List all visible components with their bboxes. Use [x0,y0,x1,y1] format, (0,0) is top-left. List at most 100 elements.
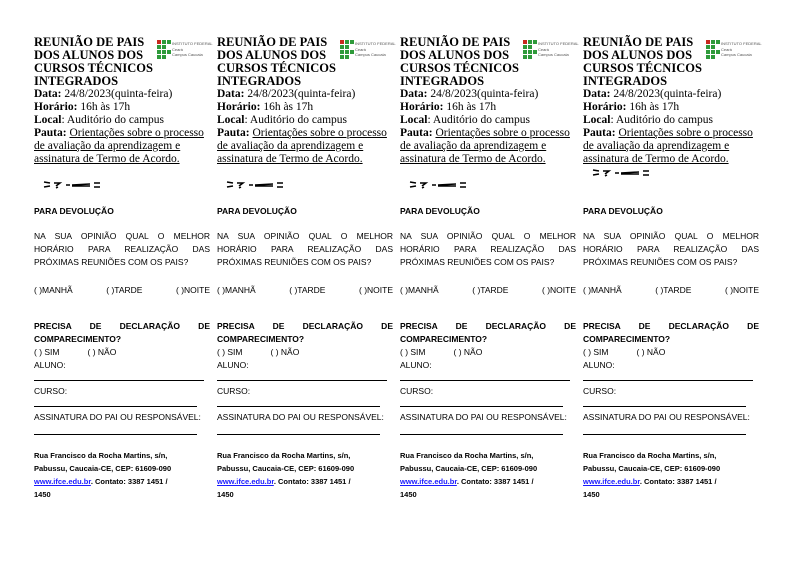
contact-line: 1450 [217,490,234,499]
return-heading: PARA DEVOLUÇÃO [583,206,663,216]
website-link[interactable]: www.ifce.edu.br [583,477,640,486]
course-label: CURSO: [217,386,251,396]
date-line: Data: 24/8/2023(quinta-feira) [34,88,173,100]
course-field[interactable] [583,406,746,407]
ifce-logo: INSTITUTO FEDERAL Ceará Campus Caucaia [706,38,762,60]
option-no[interactable]: ( ) NÃO [636,347,666,357]
question-text: HORÁRIO PARA REALIZAÇÃO DAS [217,244,393,254]
option-morning[interactable]: ( )MANHÃ [34,285,73,295]
agenda-line: Pauta: Orientações sobre o processo [34,127,204,139]
time-line: Horário: 16h às 17h [583,101,680,113]
declaration-question: PRECISA DE DECLARAÇÃO DE [34,321,210,331]
return-heading: PARA DEVOLUÇÃO [34,206,114,216]
option-yes[interactable]: ( ) SIM [400,347,426,357]
time-line: Horário: 16h às 17h [34,101,131,113]
address: Rua Francisco da Rocha Martins, s/n, [34,451,168,460]
declaration-options: ( ) SIM ( ) NÃO [400,346,576,359]
student-field[interactable] [400,380,570,381]
course-label: CURSO: [34,386,68,396]
question-text: NA SUA OPINIÃO QUAL O MELHOR [583,231,759,241]
question-text: NA SUA OPINIÃO QUAL O MELHOR [400,231,576,241]
website-link[interactable]: www.ifce.edu.br [217,477,274,486]
student-field[interactable] [217,380,387,381]
signature-field[interactable] [400,434,563,435]
return-slip: REUNIÃO DE PAIS DOS ALUNOS DOS CURSOS TÉ… [583,0,762,565]
contact-line: 1450 [583,490,600,499]
address: Pabussu, Caucaia-CE, CEP: 61609-090 [583,464,721,473]
time-line: Horário: 16h às 17h [217,101,314,113]
option-night[interactable]: ( )NOITE [542,285,576,295]
time-options: ( )MANHÃ ( )TARDE ( )NOITE [583,284,759,297]
agenda-line: Pauta: Orientações sobre o processo [583,127,753,139]
option-afternoon[interactable]: ( )TARDE [106,285,143,295]
date-line: Data: 24/8/2023(quinta-feira) [217,88,356,100]
slip-title: REUNIÃO DE PAIS DOS ALUNOS DOS CURSOS TÉ… [583,35,702,88]
address: Pabussu, Caucaia-CE, CEP: 61609-090 [34,464,172,473]
contact-line: www.ifce.edu.br. Contato: 3387 1451 / [217,477,351,486]
student-label: ALUNO: [400,360,432,370]
course-label: CURSO: [583,386,617,396]
option-morning[interactable]: ( )MANHÃ [400,285,439,295]
student-field[interactable] [34,380,204,381]
question-text: PRÓXIMAS REUNIÕES COM OS PAIS? [583,257,738,267]
declaration-question: PRECISA DE DECLARAÇÃO DE [583,321,759,331]
ifce-logo: INSTITUTO FEDERAL Ceará Campus Caucaia [340,38,396,60]
signature-mark [592,169,649,177]
option-afternoon[interactable]: ( )TARDE [289,285,326,295]
place-line: Local: Auditório do campus [217,114,348,126]
option-no[interactable]: ( ) NÃO [270,347,300,357]
option-afternoon[interactable]: ( )TARDE [472,285,509,295]
return-heading: PARA DEVOLUÇÃO [217,206,297,216]
signature-field[interactable] [217,434,380,435]
student-field[interactable] [583,380,753,381]
option-morning[interactable]: ( )MANHÃ [217,285,256,295]
agenda-line: de avaliação da aprendizagem e [400,140,547,152]
return-slip: REUNIÃO DE PAIS DOS ALUNOS DOS CURSOS TÉ… [34,0,213,565]
signature-mark [409,181,466,189]
signature-field[interactable] [583,434,746,435]
time-options: ( )MANHÃ ( )TARDE ( )NOITE [400,284,576,297]
option-night[interactable]: ( )NOITE [725,285,759,295]
course-field[interactable] [400,406,563,407]
course-field[interactable] [217,406,380,407]
course-field[interactable] [34,406,197,407]
option-night[interactable]: ( )NOITE [359,285,393,295]
signature-mark [226,181,283,189]
option-yes[interactable]: ( ) SIM [217,347,243,357]
signature-label: ASSINATURA DO PAI OU RESPONSÁVEL: [583,412,750,422]
address: Pabussu, Caucaia-CE, CEP: 61609-090 [400,464,538,473]
option-night[interactable]: ( )NOITE [176,285,210,295]
website-link[interactable]: www.ifce.edu.br [400,477,457,486]
time-options: ( )MANHÃ ( )TARDE ( )NOITE [217,284,393,297]
option-morning[interactable]: ( )MANHÃ [583,285,622,295]
address: Rua Francisco da Rocha Martins, s/n, [400,451,534,460]
return-slip: REUNIÃO DE PAIS DOS ALUNOS DOS CURSOS TÉ… [400,0,579,565]
signature-field[interactable] [34,434,197,435]
declaration-options: ( ) SIM ( ) NÃO [217,346,393,359]
student-label: ALUNO: [217,360,249,370]
question-text: HORÁRIO PARA REALIZAÇÃO DAS [400,244,576,254]
address: Rua Francisco da Rocha Martins, s/n, [583,451,717,460]
signature-label: ASSINATURA DO PAI OU RESPONSÁVEL: [34,412,201,422]
agenda-line: assinatura de Termo de Acordo. [583,153,729,165]
question-text: PRÓXIMAS REUNIÕES COM OS PAIS? [34,257,189,267]
option-afternoon[interactable]: ( )TARDE [655,285,692,295]
question-text: HORÁRIO PARA REALIZAÇÃO DAS [34,244,210,254]
option-yes[interactable]: ( ) SIM [583,347,609,357]
option-no[interactable]: ( ) NÃO [87,347,117,357]
signature-label: ASSINATURA DO PAI OU RESPONSÁVEL: [217,412,384,422]
agenda-line: de avaliação da aprendizagem e [34,140,181,152]
date-line: Data: 24/8/2023(quinta-feira) [400,88,539,100]
return-slip: REUNIÃO DE PAIS DOS ALUNOS DOS CURSOS TÉ… [217,0,396,565]
student-label: ALUNO: [583,360,615,370]
question-text: NA SUA OPINIÃO QUAL O MELHOR [217,231,393,241]
option-yes[interactable]: ( ) SIM [34,347,60,357]
option-no[interactable]: ( ) NÃO [453,347,483,357]
declaration-question: COMPARECIMENTO? [400,334,488,344]
contact-line: www.ifce.edu.br. Contato: 3387 1451 / [583,477,717,486]
declaration-question: PRECISA DE DECLARAÇÃO DE [217,321,393,331]
address: Pabussu, Caucaia-CE, CEP: 61609-090 [217,464,355,473]
website-link[interactable]: www.ifce.edu.br [34,477,91,486]
agenda-line: de avaliação da aprendizagem e [583,140,730,152]
date-line: Data: 24/8/2023(quinta-feira) [583,88,722,100]
